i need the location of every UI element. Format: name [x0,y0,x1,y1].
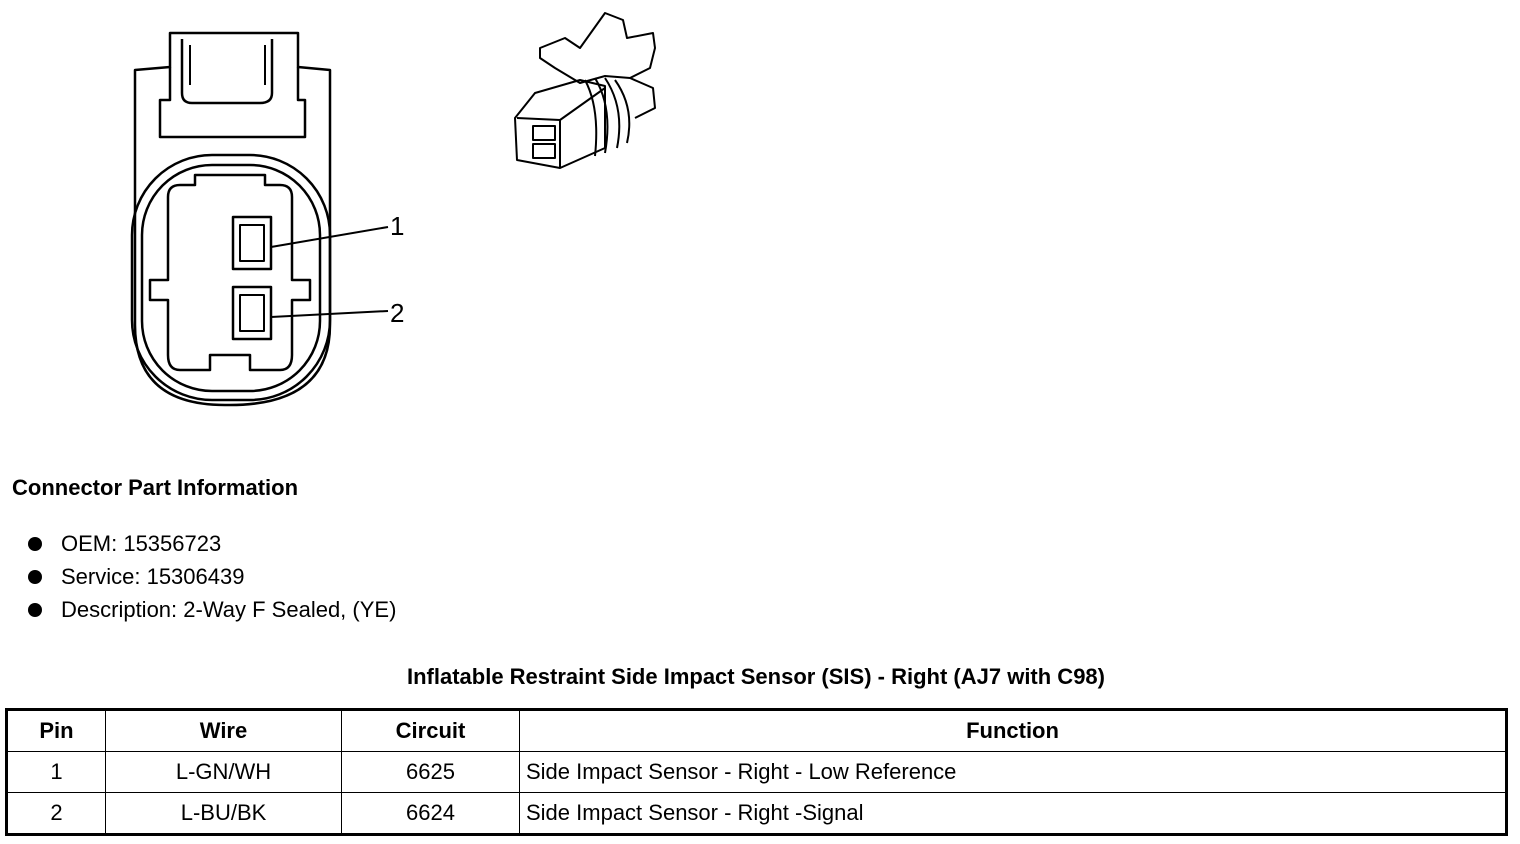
pin-label-1: 1 [390,211,404,241]
connector-3d-seal-ribs [584,77,631,157]
leader-line-2 [270,310,389,318]
connector-face-diagram: 1 2 [130,31,404,407]
list-item-oem: OEM: 15356723 [28,527,396,560]
cell-circuit: 6625 [341,751,520,793]
leader-line-1 [270,226,389,248]
connector-3d-body [514,79,606,169]
connector-3d-face [516,87,606,168]
terminal-slot-2-inner [239,294,265,332]
cell-pin: 1 [6,751,106,793]
bullet-icon [28,536,42,551]
connector-3d-view [514,12,656,169]
seal-ring-inner [140,163,322,393]
header-function: Function [519,709,1507,752]
table-row: 1 L-GN/WH 6625 Side Impact Sensor - Righ… [6,751,1507,793]
bullet-icon [28,569,42,584]
cell-function: Side Impact Sensor - Right -Signal [519,792,1507,835]
cell-wire: L-GN/WH [105,751,342,793]
seal-ring-outer [130,153,332,402]
terminal-cavity-body [148,173,312,372]
part-info-list: OEM: 15356723 Service: 15306439 Descript… [28,527,396,626]
terminal-slot-1-inner [239,224,265,262]
connector-3d-latch [539,12,656,84]
terminal-slot-2 [231,285,273,341]
latch-tab [158,67,307,139]
service-text: Service: 15306439 [61,564,245,589]
header-circuit: Circuit [341,709,520,752]
cell-circuit: 6624 [341,792,520,835]
latch-channel [180,39,274,105]
list-item-description: Description: 2-Way F Sealed, (YE) [28,593,396,626]
list-item-service: Service: 15306439 [28,560,396,593]
table-header-row: Pin Wire Circuit Function [6,709,1507,752]
oem-text: OEM: 15356723 [61,531,222,556]
pin-label-2: 2 [390,298,404,328]
header-wire: Wire [105,709,342,752]
section-heading: Connector Part Information [12,475,299,500]
terminal-slot-1 [231,215,273,271]
description-text: Description: 2-Way F Sealed, (YE) [61,597,397,622]
pinout-table: Pin Wire Circuit Function 1 L-GN/WH 6625… [5,708,1508,836]
table-row: 2 L-BU/BK 6624 Side Impact Sensor - Righ… [6,792,1507,835]
bullet-icon [28,602,42,617]
header-pin: Pin [6,709,106,752]
cell-function: Side Impact Sensor - Right - Low Referen… [519,751,1507,793]
table-title: Inflatable Restraint Side Impact Sensor … [406,664,1105,689]
cell-pin: 2 [6,792,106,835]
cell-wire: L-BU/BK [105,792,342,835]
